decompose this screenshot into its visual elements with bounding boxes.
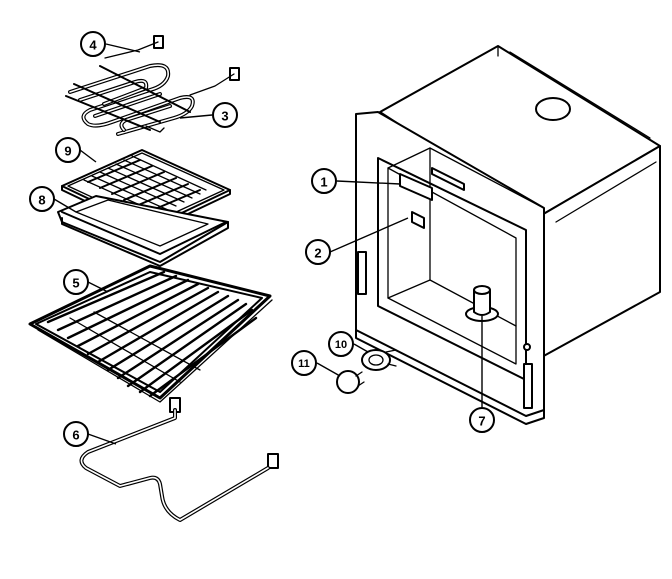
callout-label: 8 bbox=[38, 193, 45, 208]
bake-element bbox=[79, 397, 279, 522]
callout-label: 5 bbox=[72, 276, 79, 291]
broiler-grid bbox=[61, 149, 231, 233]
callout-11: 11 bbox=[291, 350, 317, 376]
light-bulb bbox=[336, 370, 365, 394]
callout-9: 9 bbox=[55, 137, 81, 163]
light-socket bbox=[361, 349, 397, 371]
broil-element bbox=[65, 35, 240, 136]
callout-label: 4 bbox=[89, 38, 97, 53]
oven-rack bbox=[28, 264, 273, 403]
callout-label: 11 bbox=[298, 358, 310, 370]
broiler-pan bbox=[57, 195, 229, 267]
callout-6: 6 bbox=[63, 421, 89, 447]
callout-label: 9 bbox=[64, 144, 71, 159]
callout-label: 6 bbox=[72, 428, 79, 443]
callout-label: 10 bbox=[335, 339, 347, 351]
callout-7: 7 bbox=[469, 407, 495, 433]
callout-8: 8 bbox=[29, 186, 55, 212]
callout-10: 10 bbox=[328, 331, 354, 357]
callout-label: 3 bbox=[221, 109, 228, 124]
bottom-stud bbox=[465, 285, 499, 322]
callout-2: 2 bbox=[305, 239, 331, 265]
callout-5: 5 bbox=[63, 269, 89, 295]
leader-lines bbox=[53, 43, 483, 445]
callout-1: 1 bbox=[311, 168, 337, 194]
callout-3: 3 bbox=[212, 102, 238, 128]
callout-label: 2 bbox=[314, 246, 321, 261]
callout-4: 4 bbox=[80, 31, 106, 57]
callout-label: 7 bbox=[478, 414, 485, 429]
sensor-bracket bbox=[411, 211, 425, 229]
oven-cavity bbox=[355, 45, 661, 425]
callout-label: 1 bbox=[320, 175, 327, 190]
